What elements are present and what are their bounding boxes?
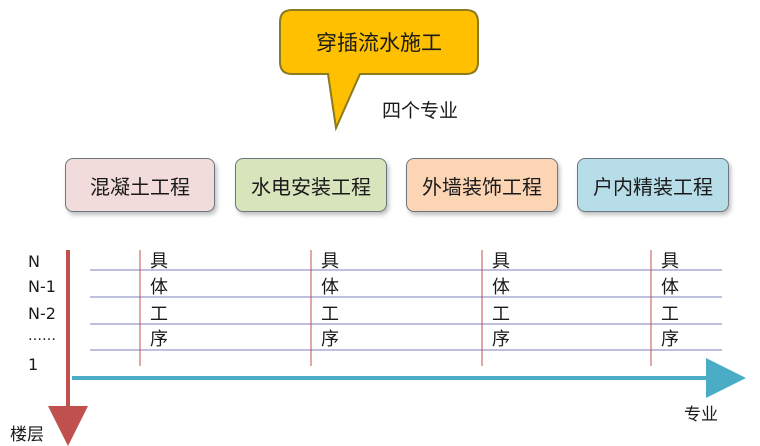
process-char: 具 bbox=[492, 251, 510, 272]
process-char: 工 bbox=[492, 304, 510, 325]
process-char: 工 bbox=[150, 304, 168, 325]
x-axis-label: 专业 bbox=[684, 405, 718, 425]
floor-label-n: N bbox=[28, 252, 40, 271]
process-char: 具 bbox=[150, 251, 168, 272]
process-char: 具 bbox=[661, 251, 679, 272]
floor-label-n-2: N-2 bbox=[28, 304, 56, 323]
process-char: 体 bbox=[150, 277, 168, 298]
process-char: 工 bbox=[661, 304, 679, 325]
floor-label-1: 1 bbox=[28, 355, 39, 374]
process-char: 体 bbox=[661, 277, 679, 298]
process-char: 工 bbox=[321, 304, 339, 325]
trade-box-mep: 水电安装工程 bbox=[235, 158, 387, 212]
process-char: 序 bbox=[492, 329, 510, 350]
floor-label-n-1: N-1 bbox=[28, 277, 56, 296]
callout-title: 穿插流水施工 bbox=[316, 31, 442, 55]
process-char: 体 bbox=[321, 277, 339, 298]
process-char: 体 bbox=[492, 277, 510, 298]
subtitle: 四个专业 bbox=[382, 100, 459, 122]
process-char: 具 bbox=[321, 251, 339, 272]
trade-box-interior: 户内精装工程 bbox=[577, 158, 729, 212]
floor-label-ellipsis: …… bbox=[28, 328, 56, 344]
process-char: 序 bbox=[321, 329, 339, 350]
trade-box-concrete: 混凝土工程 bbox=[65, 158, 215, 212]
process-char: 序 bbox=[661, 329, 679, 350]
trade-box-facade: 外墙装饰工程 bbox=[406, 158, 558, 212]
process-char: 序 bbox=[150, 329, 168, 350]
y-axis-label: 楼层 bbox=[10, 425, 44, 445]
